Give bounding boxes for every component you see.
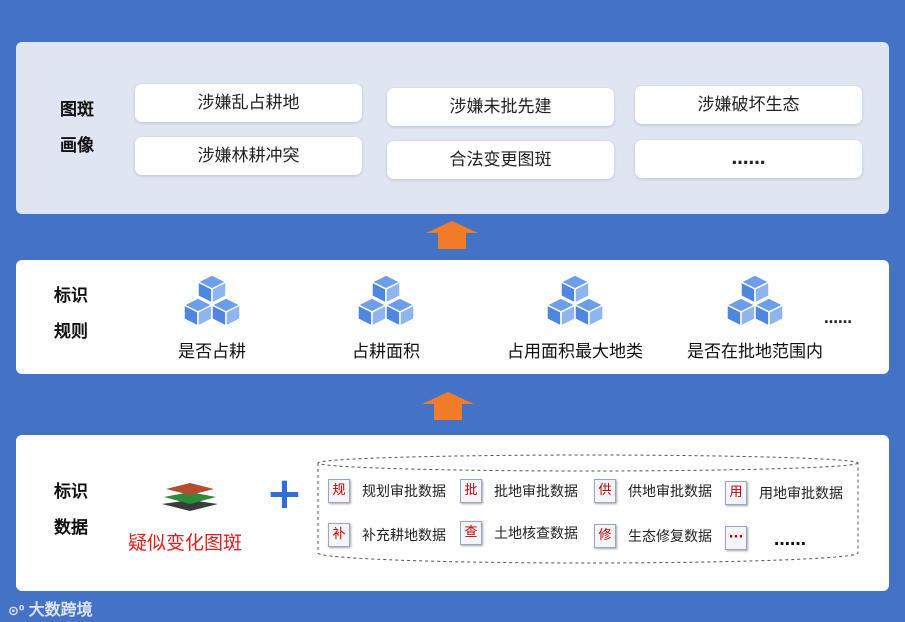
data-source-label: 生态修复数据 — [628, 529, 712, 545]
rule-label: 占耕面积 — [352, 342, 420, 362]
data-side-label: 标识 数据 — [54, 474, 88, 546]
cube-icon — [545, 274, 605, 328]
rule-item: 占用面积最大地类 — [485, 273, 665, 362]
data-source-label: 土地核查数据 — [494, 526, 578, 542]
data-panel — [16, 435, 889, 591]
data-source-label: 用地审批数据 — [759, 486, 843, 502]
profile-pill: 涉嫌乱占耕地 — [135, 84, 362, 122]
data-source-icon: 供 — [594, 479, 616, 503]
data-source-chip: 规 规划审批数据 — [328, 479, 446, 503]
profile-side-label: 图斑 画像 — [60, 92, 94, 164]
data-cylinder — [317, 454, 859, 564]
cube-icon — [356, 274, 416, 328]
data-source-icon: 批 — [460, 479, 482, 503]
rule-item: 是否占耕 — [122, 273, 302, 362]
up-arrow-icon — [422, 392, 474, 420]
data-source-icon: 查 — [460, 521, 482, 545]
data-source-label: 规划审批数据 — [362, 484, 446, 500]
side-label-line: 图斑 — [60, 100, 94, 120]
profile-pill: …… — [635, 140, 862, 178]
data-source-label: 补充耕地数据 — [362, 528, 446, 544]
data-source-chip: 供 供地审批数据 — [594, 479, 712, 503]
more-data-icon: ··· — [725, 526, 747, 550]
data-source-chip: 修 生态修复数据 — [594, 524, 712, 548]
cube-icon — [725, 274, 785, 328]
data-source-label: 供地审批数据 — [628, 484, 712, 500]
profile-pill: 涉嫌破坏生态 — [635, 86, 862, 124]
side-label-line: 标识 — [54, 482, 88, 502]
side-label-line: 数据 — [54, 518, 88, 538]
profile-pill: 涉嫌未批先建 — [387, 88, 614, 126]
data-source-label: 批地审批数据 — [494, 484, 578, 500]
map-layers-icon — [162, 483, 218, 511]
rule-item: 是否在批地范围内 — [665, 273, 845, 362]
side-label-line: 画像 — [60, 136, 94, 156]
profile-panel — [16, 42, 889, 214]
data-source-chip: 用 用地审批数据 — [725, 481, 843, 505]
profile-pill: 合法变更图斑 — [387, 141, 614, 179]
plus-icon: + — [266, 468, 303, 519]
rules-more: …… — [824, 311, 852, 327]
suspect-patch-label: 疑似变化图斑 — [128, 532, 243, 554]
data-more: …… — [774, 530, 806, 549]
data-source-icon: 修 — [594, 524, 616, 548]
rule-item: 占耕面积 — [296, 273, 476, 362]
rule-label: 是否在批地范围内 — [687, 342, 823, 362]
watermark-logo-icon: ⊙⁰ — [8, 604, 25, 619]
cube-icon — [182, 274, 242, 328]
side-label-line: 规则 — [54, 322, 88, 342]
rule-label: 是否占耕 — [178, 342, 246, 362]
data-source-icon: 补 — [328, 523, 350, 547]
rules-side-label: 标识 规则 — [54, 278, 88, 350]
watermark-text: 大数跨境 — [28, 600, 93, 619]
side-label-line: 标识 — [54, 286, 88, 306]
up-arrow-icon — [426, 221, 478, 249]
profile-pill: 涉嫌林耕冲突 — [135, 137, 362, 175]
data-source-chip: 查 土地核查数据 — [460, 521, 578, 545]
data-source-icon: 规 — [328, 479, 350, 503]
data-source-chip: 补 补充耕地数据 — [328, 523, 446, 547]
data-source-chip: ··· — [725, 526, 759, 550]
rule-label: 占用面积最大地类 — [507, 342, 643, 362]
data-source-icon: 用 — [725, 481, 747, 505]
data-source-chip: 批 批地审批数据 — [460, 479, 578, 503]
